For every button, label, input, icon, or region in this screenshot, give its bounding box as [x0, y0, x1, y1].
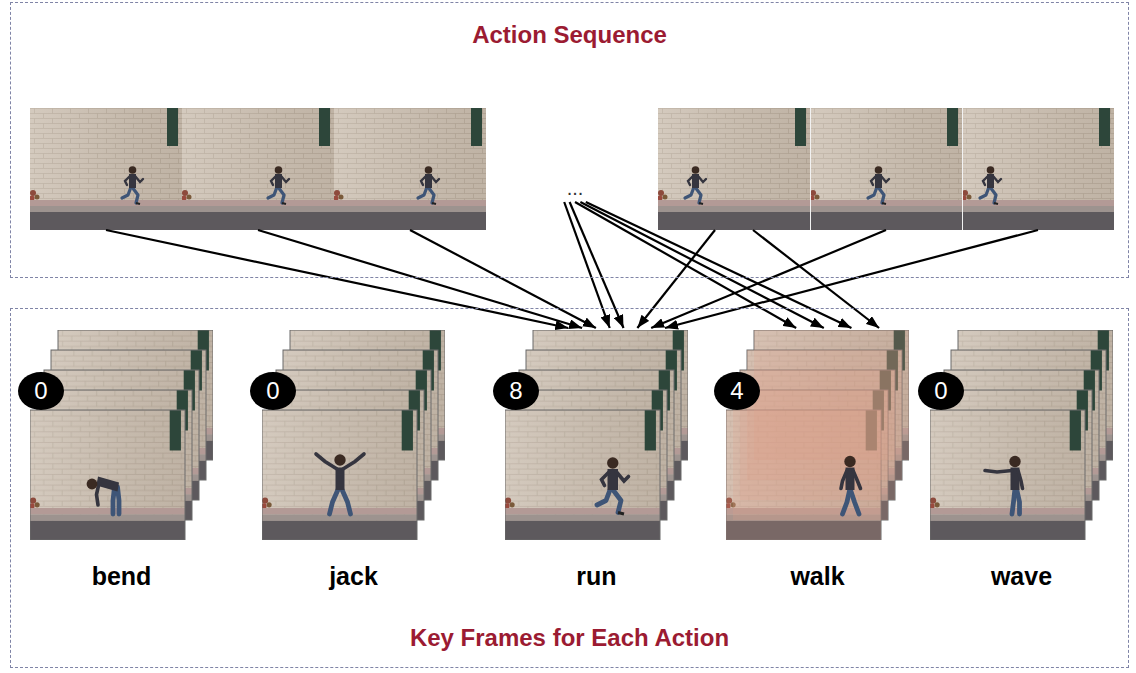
count-badge: 8: [493, 372, 539, 410]
keyframe-stack: 4 walk: [712, 328, 913, 590]
assignment-arrow: [637, 230, 715, 328]
count-badge: 4: [714, 372, 760, 410]
keyframe-panel: Key Frames for Each Action 0 bend 0 jack 8 run…: [10, 308, 1129, 668]
panel-caption: Key Frames for Each Action: [11, 624, 1128, 652]
panel-title: Action Sequence: [11, 21, 1128, 49]
action-label: walk: [726, 561, 909, 591]
assignment-arrow: [258, 230, 582, 328]
video-frame: [658, 108, 810, 230]
action-label: wave: [930, 561, 1113, 591]
action-label: bend: [30, 561, 213, 591]
keyframe-stack: 8 run: [491, 328, 692, 590]
keyframe-stack: 0 bend: [16, 328, 217, 590]
assignment-arrow: [586, 202, 852, 328]
video-frame: [334, 108, 486, 230]
assignment-arrow: [580, 202, 823, 328]
keyframe-stack: 0 wave: [916, 328, 1117, 590]
assignment-arrow: [106, 230, 568, 328]
ellipsis-marker: ...: [548, 176, 602, 202]
count-badge: 0: [918, 372, 964, 410]
keyframe-stack: 0 jack: [248, 328, 449, 590]
count-badge: 0: [250, 372, 296, 410]
ellipsis: ...: [548, 176, 602, 200]
action-label: run: [505, 561, 688, 591]
video-frame: [962, 108, 1114, 230]
video-frame: [30, 108, 182, 230]
assignment-arrow: [753, 230, 879, 328]
video-frame: [182, 108, 334, 230]
assignment-arrow: [410, 230, 596, 328]
assignment-arrow: [564, 202, 610, 328]
action-label: jack: [262, 561, 445, 591]
sequence-panel: Action Sequence...: [10, 2, 1129, 278]
video-frame: [810, 108, 962, 230]
assignment-arrow: [575, 202, 796, 328]
count-badge: 0: [18, 372, 64, 410]
assignment-arrow: [665, 230, 1038, 328]
